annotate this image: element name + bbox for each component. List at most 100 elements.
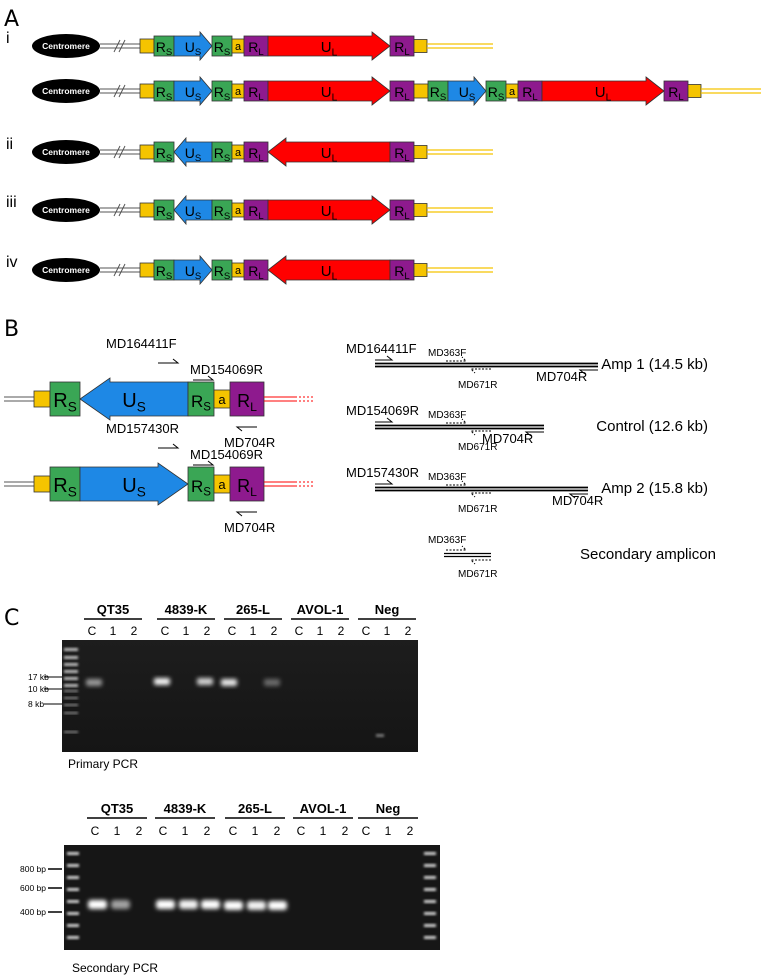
- us-label-main: U: [185, 84, 195, 100]
- tr-box: [139, 83, 155, 99]
- rl-label-main: R: [522, 84, 532, 100]
- ladder-band: [64, 704, 78, 706]
- primer-reverse-label-2: MD704R: [224, 520, 275, 535]
- rs-label: RS: [156, 39, 172, 58]
- lane-label: C: [297, 824, 306, 838]
- ladder-band-right: [424, 864, 436, 867]
- rl-label-main: R: [248, 203, 258, 219]
- rs-label-sub: S: [224, 271, 230, 282]
- rs-label: RS: [214, 84, 230, 103]
- amplicon-mid-primer-2: MD671R: [458, 442, 497, 453]
- amplicon-forward-arrow: [375, 417, 394, 423]
- lane-label: 1: [252, 824, 259, 838]
- secondary-pcr-caption: Secondary PCR: [72, 961, 158, 975]
- rs-label-sub: S: [203, 487, 211, 499]
- rl-label: RL: [237, 476, 257, 499]
- amplicon-right-primer: MD704R: [536, 369, 587, 384]
- break-mark: [113, 203, 121, 217]
- rs-label-main: R: [214, 203, 224, 219]
- rs-label-sub: S: [440, 92, 446, 103]
- ul-arrow: [267, 255, 391, 285]
- amplicon-reverse-arrow: [568, 493, 588, 499]
- rs-label-main: R: [156, 145, 166, 161]
- gel-band: [179, 900, 198, 909]
- rl-label-main: R: [248, 145, 258, 161]
- amplicon-left-primer: MD157430R: [346, 465, 419, 480]
- ul-label-main: U: [321, 39, 332, 56]
- amplicon-forward-arrow: [375, 479, 394, 485]
- amplicon-left-primer: MD154069R: [346, 403, 419, 418]
- lane-label: C: [229, 824, 238, 838]
- size-marker-label: 400 bp: [20, 907, 46, 917]
- sample-label: AVOL-1: [297, 602, 344, 617]
- rs-label: RS: [191, 477, 211, 499]
- us-label-sub: S: [195, 271, 201, 282]
- tr-box: [687, 84, 702, 98]
- lane-label: C: [159, 824, 168, 838]
- primer-reverse-label-2: MD704R: [224, 435, 275, 450]
- break-mark: [118, 39, 126, 53]
- rl-label-main: R: [394, 203, 404, 219]
- rl-label-sub: L: [258, 271, 263, 282]
- lane-label: 1: [385, 824, 392, 838]
- row-label: ii: [6, 136, 13, 153]
- amplicon-name: Amp 1 (14.5 kb): [601, 356, 708, 373]
- ladder-band: [64, 712, 78, 714]
- sample-label: QT35: [97, 602, 130, 617]
- gel-band: [221, 679, 237, 686]
- ul-label: UL: [321, 203, 338, 222]
- break-mark: [113, 145, 121, 159]
- sample-label: Neg: [376, 801, 401, 816]
- lane-label: 2: [131, 624, 138, 638]
- us-label-main: U: [122, 390, 136, 412]
- rs-label-sub: S: [224, 153, 230, 164]
- ul-label-sub: L: [332, 153, 338, 164]
- rs-label-main: R: [488, 84, 498, 100]
- rs-label-sub: S: [498, 92, 504, 103]
- primer-reverse-label-1: MD154069R: [190, 362, 263, 377]
- us-label: US: [185, 39, 201, 58]
- rs-label: RS: [156, 84, 172, 103]
- break-mark: [118, 145, 126, 159]
- ladder-band: [64, 690, 78, 692]
- sample-label: 265-L: [238, 801, 272, 816]
- amplicon-mid-primer-1: MD363F: [428, 348, 466, 359]
- rl-label: RL: [394, 84, 409, 103]
- centromere-label: Centromere: [42, 41, 90, 51]
- amplicon-right-primer: MD704R: [482, 431, 533, 446]
- rl-label: RL: [394, 203, 409, 222]
- gel-band-faint: [376, 734, 384, 737]
- rl-label-main: R: [237, 391, 250, 411]
- ul-arrow: [267, 31, 391, 61]
- rl-label: RL: [394, 39, 409, 58]
- rl-label: RL: [237, 391, 257, 414]
- rl-label-sub: L: [250, 400, 257, 414]
- lane-label: C: [88, 624, 97, 638]
- ladder-band: [64, 677, 78, 680]
- rs-label: RS: [214, 39, 230, 58]
- tr-box: [33, 390, 51, 408]
- ul-label: UL: [595, 84, 612, 103]
- primer-forward-arrow: [158, 358, 180, 364]
- rl-label-sub: L: [404, 92, 409, 103]
- rl-label-main: R: [394, 39, 404, 55]
- size-marker-label: 600 bp: [20, 883, 46, 893]
- rl-label-sub: L: [404, 153, 409, 164]
- rl-label: RL: [248, 84, 263, 103]
- rs-label-main: R: [214, 84, 224, 100]
- ladder-band-right: [424, 876, 436, 879]
- rs-label: RS: [156, 263, 172, 282]
- rl-label: RL: [668, 84, 683, 103]
- rs-label: RS: [214, 145, 230, 164]
- amplicon-mid-primer-1: MD363F: [428, 472, 466, 483]
- tr-box: [413, 39, 428, 53]
- nested-reverse-arrow: [469, 492, 491, 498]
- us-arrow: [173, 136, 213, 168]
- panel-b-label: B: [4, 317, 19, 342]
- ul-label: UL: [321, 145, 338, 164]
- size-marker-label: 8 kb: [28, 699, 44, 709]
- rs-label-main: R: [53, 390, 67, 412]
- gel-band: [111, 900, 130, 909]
